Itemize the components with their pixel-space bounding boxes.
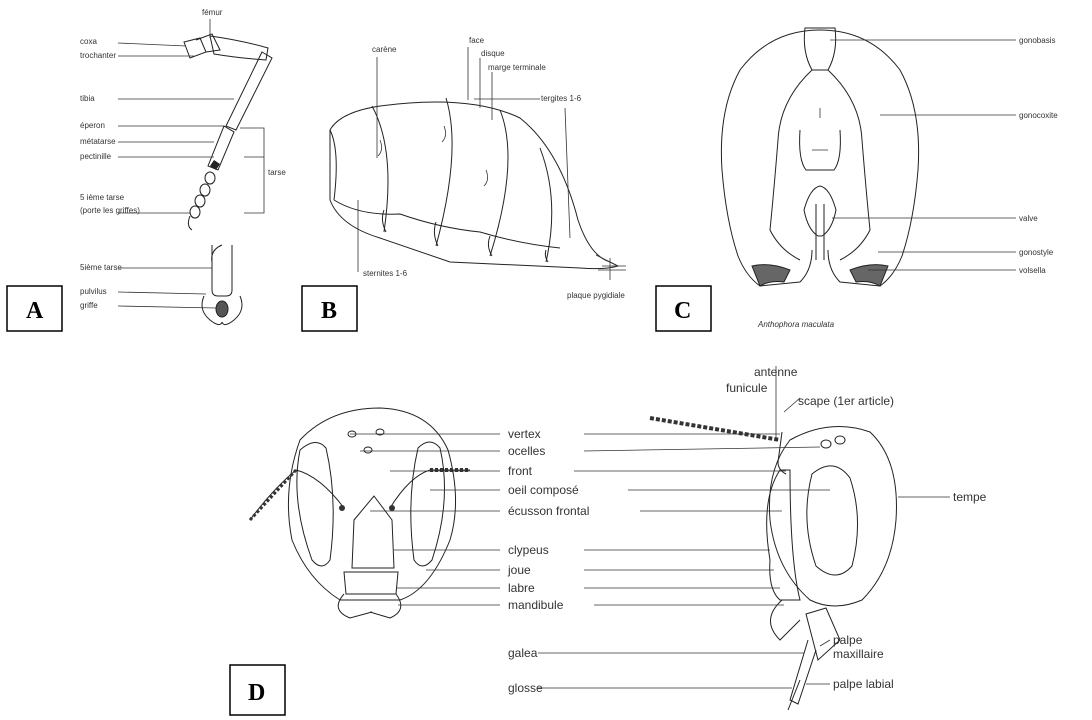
panel-b-leaders	[358, 47, 626, 280]
label-gonostyle: gonostyle	[1019, 248, 1054, 257]
label-carene: carène	[372, 45, 397, 54]
label-clypeus: clypeus	[508, 543, 549, 557]
label-glosse: glosse	[508, 681, 543, 695]
label-pulvilus: pulvilus	[80, 287, 107, 296]
label-face: face	[469, 36, 485, 45]
label-ocelles: ocelles	[508, 444, 545, 458]
label-marge-terminale: marge terminale	[488, 63, 546, 72]
label-vertex: vertex	[508, 427, 541, 441]
label-funicule: funicule	[726, 381, 768, 395]
label-palpe-maxillaire-2: maxillaire	[833, 647, 884, 661]
panel-a-leg	[184, 34, 272, 230]
panel-c-genitalia	[721, 28, 918, 286]
label-scape: scape (1er article)	[798, 394, 894, 408]
panel-b-abdomen	[330, 98, 618, 269]
label-antenne: antenne	[754, 365, 798, 379]
label-5ieme-tarse: 5 ième tarse	[80, 193, 125, 202]
label-palpe-maxillaire-1: palpe	[833, 633, 863, 647]
label-labre: labre	[508, 581, 535, 595]
panel-a-claw	[202, 245, 242, 325]
label-ecusson-frontal: écusson frontal	[508, 504, 589, 518]
label-tempe: tempe	[953, 490, 987, 504]
label-metatarse: métatarse	[80, 137, 116, 146]
panel-d-head-side	[650, 418, 896, 710]
label-volsella: volsella	[1019, 266, 1046, 275]
panel-c-leaders	[830, 40, 1016, 270]
label-joue: joue	[507, 563, 531, 577]
species-name: Anthophora maculata	[757, 320, 835, 329]
panel-b-letter: B	[321, 298, 337, 324]
label-trochanter: trochanter	[80, 51, 116, 60]
label-valve: valve	[1019, 214, 1038, 223]
label-galea: galea	[508, 646, 538, 660]
label-palpe-labial: palpe labial	[833, 677, 894, 691]
label-gonocoxite: gonocoxite	[1019, 111, 1058, 120]
panel-d-head-front	[250, 408, 470, 618]
panel-a-letter: A	[26, 298, 44, 324]
label-griffe: griffe	[80, 301, 98, 310]
label-pectinille: pectinille	[80, 152, 112, 161]
panel-c-letter: C	[674, 298, 691, 324]
label-5ieme-tarse-2: 5ième tarse	[80, 263, 122, 272]
label-disque: disque	[481, 49, 505, 58]
label-porte-griffes: (porte les griffes)	[80, 206, 140, 215]
label-eperon: éperon	[80, 121, 105, 130]
label-tibia: tibia	[80, 94, 95, 103]
label-front: front	[508, 464, 533, 478]
label-coxa: coxa	[80, 37, 97, 46]
label-femur: fémur	[202, 8, 223, 17]
label-oeil-compose: oeil composé	[508, 483, 579, 497]
panel-a-leaders	[118, 19, 264, 308]
label-tarse: tarse	[268, 168, 286, 177]
label-tergites: tergites 1-6	[541, 94, 582, 103]
label-gonobasis: gonobasis	[1019, 36, 1055, 45]
label-plaque-pygidiale: plaque pygidiale	[567, 291, 625, 300]
label-mandibule: mandibule	[508, 598, 564, 612]
label-sternites: sternites 1-6	[363, 269, 408, 278]
panel-d-letter: D	[248, 680, 265, 706]
